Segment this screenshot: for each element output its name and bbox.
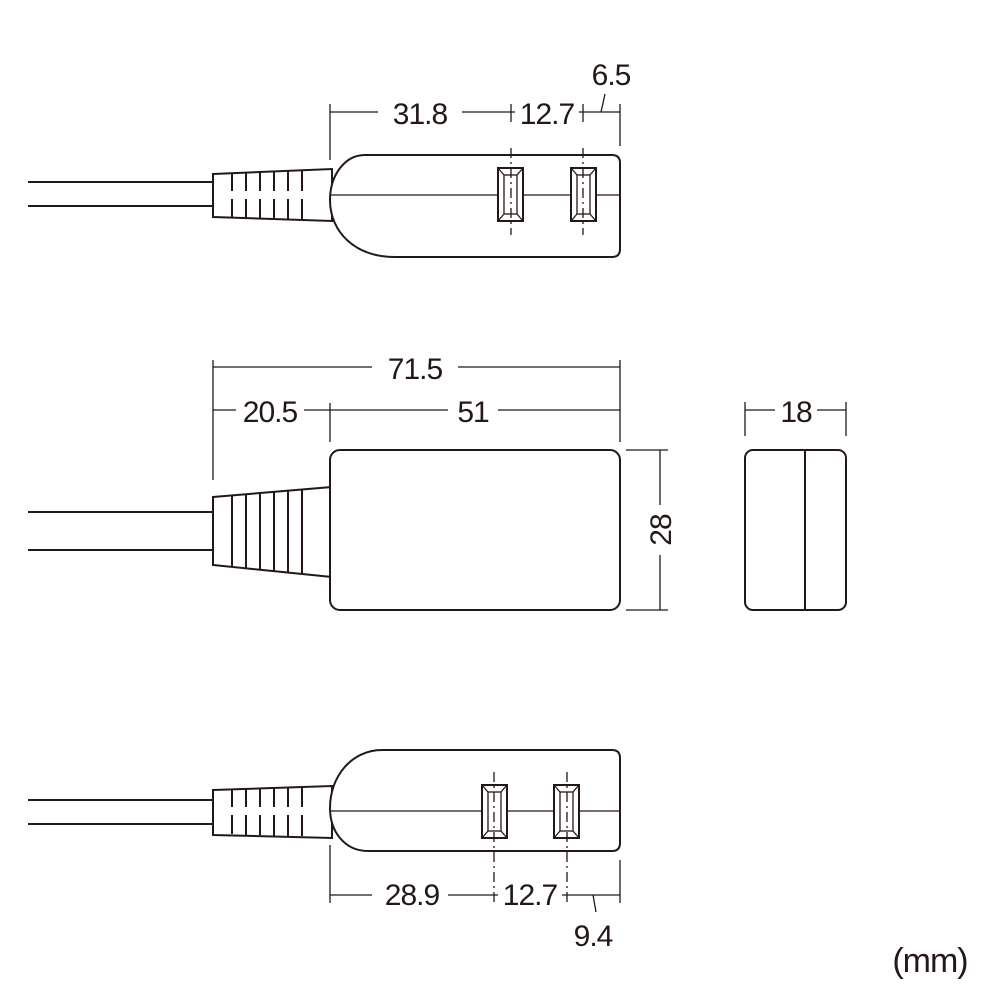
dim-28-9: 28.9	[385, 879, 440, 912]
cable	[28, 511, 214, 551]
dim-51: 51	[457, 396, 489, 429]
top-view: 31.8 12.7 6.5	[28, 59, 632, 258]
unit-label: (mm)	[892, 942, 967, 980]
strain-relief	[212, 485, 333, 579]
dim-20-5: 20.5	[243, 396, 298, 429]
strain-relief	[212, 784, 333, 840]
top-dimension-lines	[329, 93, 621, 160]
dim-18: 18	[780, 396, 812, 429]
dim-6-5: 6.5	[592, 59, 631, 92]
dim-12-7: 12.7	[520, 98, 575, 131]
front-dimension-lines	[212, 350, 677, 611]
bottom-view: 28.9 12.7 9.4	[28, 749, 621, 953]
tap-body	[328, 749, 621, 852]
dim-71-5: 71.5	[388, 353, 443, 386]
tap-body	[329, 449, 621, 611]
bottom-dimension-lines	[329, 845, 621, 913]
cable	[28, 181, 214, 207]
cable	[28, 799, 214, 825]
strain-relief	[212, 167, 333, 223]
dim-9-4: 9.4	[574, 920, 613, 953]
tap-body	[328, 154, 621, 258]
dim-28: 28	[645, 514, 678, 546]
front-view: 71.5 20.5 51 28	[28, 350, 678, 611]
side-view: 18	[744, 393, 847, 611]
dim-12-7-bottom: 12.7	[503, 879, 558, 912]
dim-31-8: 31.8	[393, 98, 448, 131]
tap-side-body	[744, 449, 847, 611]
